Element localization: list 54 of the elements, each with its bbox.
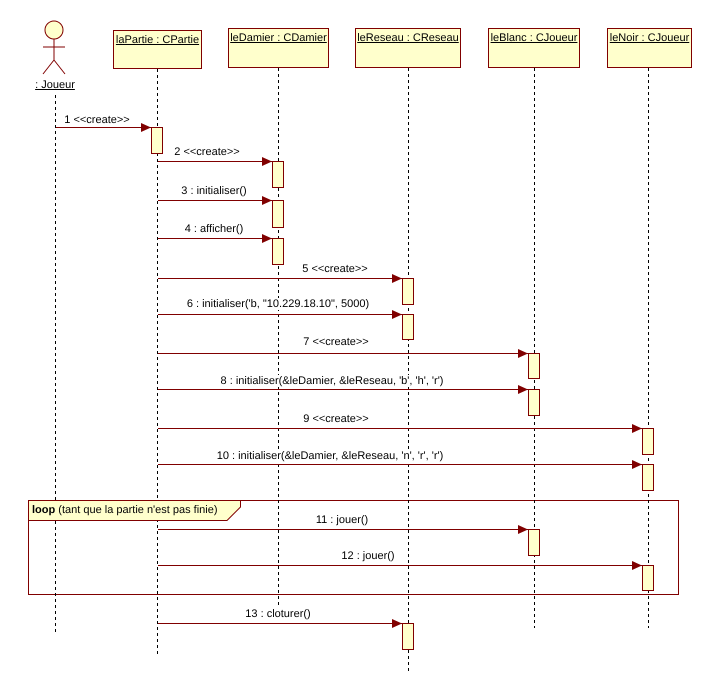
activation-bar [272,161,284,188]
message-arrow [158,234,272,243]
object-name: leBlanc : CJoueur [490,32,578,45]
activation-bar [272,200,284,228]
actor-name: : Joueur [35,79,75,92]
object-box [488,28,580,68]
activation-bar [642,464,654,491]
activation-bar [151,127,163,154]
message-label: 10 : initialiser(&leDamier, &leReseau, 'n', 'r', 'r') [216,450,444,462]
message-arrow [158,460,642,469]
message-label: 2 <<create>> [173,146,241,158]
message-arrow [158,157,272,166]
message-label: 9 <<create>> [302,413,370,425]
message-label: 13 : cloturer() [244,608,312,620]
message-label: 12 : jouer() [340,550,396,562]
activation-bar [402,278,414,305]
activation-bar [528,529,540,556]
message-arrow [158,196,272,205]
object-box [355,28,461,68]
lifeline [157,69,158,655]
activation-bar [272,238,284,265]
object-name: leDamier : CDamier [230,32,327,45]
message-arrow [158,274,402,283]
message-arrow [158,525,528,534]
message-label: 4 : afficher() [184,223,244,235]
message-arrow [158,310,402,319]
frame-label: loop (tant que la partie n'est pas finie) [32,504,218,517]
message-arrow [158,619,402,628]
message-arrow [158,561,642,570]
activation-bar [528,353,540,379]
activation-bar [402,623,414,650]
lifeline [55,95,56,632]
message-label: 1 <<create>> [63,114,131,126]
message-label: 5 <<create>> [301,263,369,275]
activation-bar [528,389,540,416]
object-name: leNoir : CJoueur [610,32,690,45]
message-label: 6 : initialiser('b, "10.229.18.10", 5000) [186,298,370,310]
message-label: 3 : initialiser() [180,185,248,197]
message-arrow [56,123,152,132]
object-box [607,28,692,68]
object-box [228,28,329,68]
actor-icon [41,20,67,75]
message-label: 7 <<create>> [302,336,370,348]
activation-bar [402,314,414,340]
message-label: 11 : jouer() [314,514,370,526]
activation-bar [642,565,654,591]
object-name: laPartie : CPartie [116,34,200,47]
message-arrow [158,385,528,394]
object-box [113,30,202,69]
message-arrow [158,349,528,358]
activation-bar [642,428,654,455]
message-arrow [158,424,642,433]
object-name: leReseau : CReseau [357,32,459,45]
message-label: 8 : initialiser(&leDamier, &leReseau, 'b', 'h', 'r') [220,375,444,387]
